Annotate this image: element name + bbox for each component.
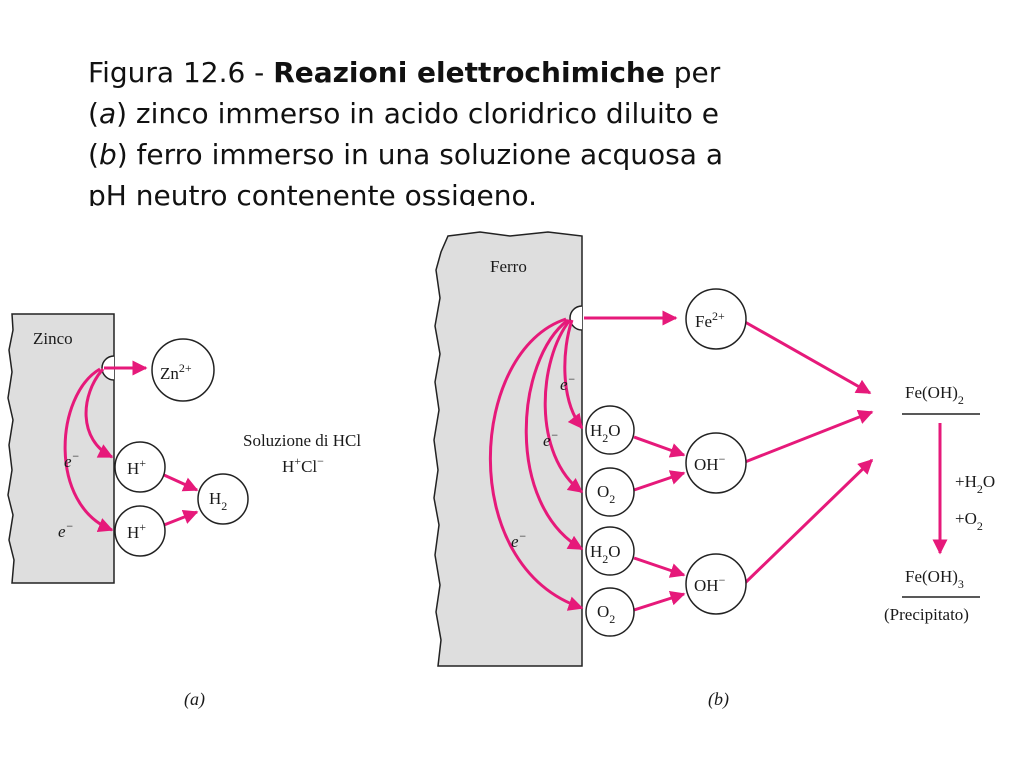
caption-bold-title: Reazioni elettrochimiche [273, 56, 665, 89]
h-ion-label-2: H+ [127, 520, 146, 542]
precipitate-label: (Precipitato) [884, 605, 969, 624]
arrow-water-2-to-hydroxide-2 [633, 556, 686, 578]
water-label-2: H2O [590, 542, 621, 566]
water-label-1: H2O [590, 421, 621, 445]
fe-ion-label: Fe2+ [695, 309, 725, 331]
arrow-electron-to-water-2 [524, 318, 584, 551]
reagent-oxygen-label: +O2 [955, 509, 983, 533]
electron-label-b-3: e− [511, 529, 527, 551]
water-circle-2 [585, 526, 635, 576]
fe-oh3-label: Fe(OH)3 [905, 567, 964, 591]
oxygen-label-2: O2 [597, 602, 615, 626]
zn-ion-label: Zn2+ [160, 361, 192, 383]
h-ion-label-1: H+ [127, 456, 146, 478]
caption-line-4: pH neutro contenente ossigeno. [88, 179, 538, 206]
hydroxide-circle-2 [685, 553, 747, 615]
electron-label-a-2: e− [58, 519, 74, 541]
hydroxide-label-2: OH− [694, 573, 726, 595]
h2-molecule-circle [197, 473, 249, 525]
caption-line-3-text: ) ferro immerso in una soluzione acquosa… [116, 138, 723, 171]
iron-anodic-pit [569, 305, 583, 331]
caption-label-b: b [98, 138, 117, 171]
arrow-electron-to-h-ion-2 [63, 367, 114, 533]
reagent-water-label: +H2O [955, 472, 995, 496]
arrow-hydroxide-2-to-fe-oh2 [743, 458, 874, 585]
water-circle-1 [585, 405, 635, 455]
caption-line-3: (b) ferro immerso in una soluzione acquo… [88, 138, 723, 171]
caption-line-1: Figura 12.6 - Reazioni elettrochimiche p… [88, 52, 828, 93]
fe-ion-circle [685, 288, 747, 350]
arrow-oxygen-2-to-hydroxide-2 [633, 590, 686, 612]
arrow-fe-ion-to-fe-oh2 [744, 320, 872, 395]
solution-formula: H+Cl− [282, 454, 324, 476]
caption-label-a: a [98, 97, 117, 130]
arrow-h-ion-2-to-h2 [163, 509, 199, 527]
arrow-electron-to-water-1 [563, 319, 584, 430]
arrow-hydroxide-1-to-fe-oh2 [744, 409, 874, 464]
panel-a: Zinco Zn2+ H+ H+ H2 e− e− Soluzione di H… [7, 313, 361, 710]
electron-label-b-1: e− [560, 372, 576, 394]
fe-oh2-label: Fe(OH)2 [905, 383, 964, 407]
arrow-electron-to-h-ion-1 [84, 368, 114, 459]
arrow-electron-to-oxygen-1 [543, 319, 584, 494]
figure-caption: Figura 12.6 - Reazioni elettrochimiche p… [88, 52, 828, 206]
h-ion-circle-1 [114, 441, 166, 493]
panel-a-label: (a) [184, 689, 205, 710]
arrow-oxygen-1-to-hydroxide-1 [633, 470, 686, 492]
caption-line-2: (a) zinco immerso in acido cloridrico di… [88, 97, 720, 130]
panel-b-label: (b) [708, 689, 729, 710]
panel-b: Ferro Fe2+ H2O O2 H2O O2 OH− OH [433, 231, 995, 710]
caption-prefix: Figura 12.6 - [88, 56, 274, 89]
arrow-water-1-to-hydroxide-1 [633, 435, 686, 458]
iron-metal-block [433, 231, 583, 667]
hydroxide-circle-1 [685, 432, 747, 494]
zn-ion-circle [151, 338, 215, 402]
zinc-label: Zinco [33, 329, 73, 348]
arrow-h-ion-1-to-h2 [163, 473, 199, 492]
solution-label: Soluzione di HCl [243, 431, 361, 450]
h-ion-circle-2 [114, 505, 166, 557]
h2-molecule-label: H2 [209, 489, 227, 513]
iron-label: Ferro [490, 257, 527, 276]
electron-label-b-2: e− [543, 428, 559, 450]
caption-after-bold: per [664, 56, 721, 89]
electron-label-a-1: e− [64, 449, 80, 471]
oxygen-circle-2 [585, 587, 635, 637]
oxygen-label-1: O2 [597, 482, 615, 506]
caption-line-2-text: ) zinco immerso in acido cloridrico dilu… [116, 97, 720, 130]
arrow-electron-to-oxygen-2 [488, 317, 584, 611]
oxygen-circle-1 [585, 467, 635, 517]
hydroxide-label-1: OH− [694, 452, 726, 474]
